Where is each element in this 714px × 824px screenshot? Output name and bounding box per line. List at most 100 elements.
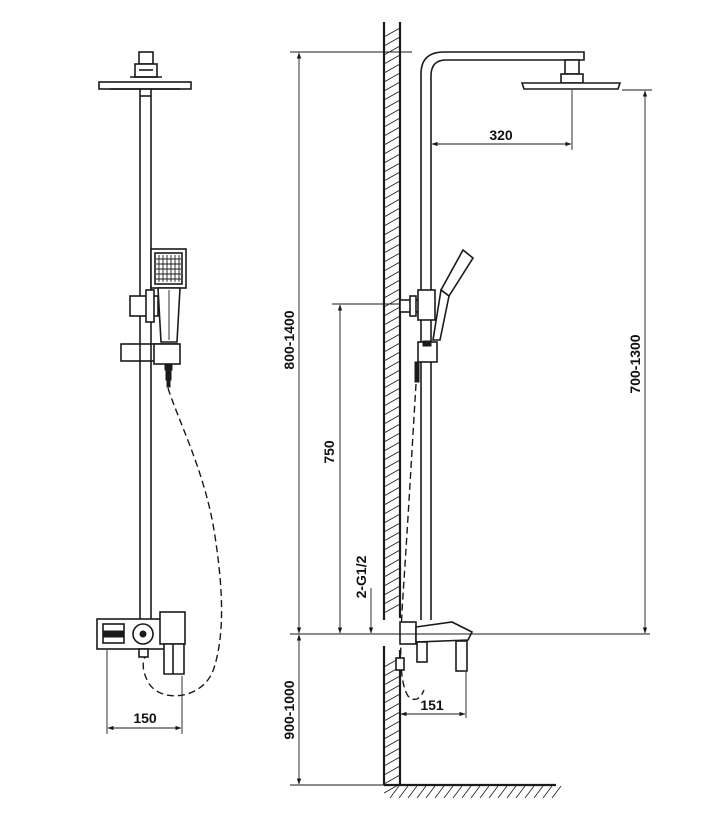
floor-hatch-line: [515, 785, 526, 799]
wall-hatch-line: [383, 387, 401, 398]
wall-hatch-line: [383, 126, 401, 137]
wall-hatch-line: [383, 234, 401, 245]
wall-hatch-line: [383, 162, 401, 173]
floor-hatch-line: [551, 785, 562, 799]
wall-hatch-line: [383, 288, 401, 299]
front-slide-holder: [120, 343, 181, 388]
wall-hatch-line: [383, 36, 401, 47]
front-shower-hose: [142, 387, 223, 697]
wall-hatch-line: [383, 405, 401, 416]
floor-hatch-line: [461, 785, 472, 799]
wall-hatch-line: [383, 351, 401, 362]
wall-hatch-line: [383, 99, 401, 110]
dim-total-height-range: 800-1400: [281, 310, 297, 369]
wall-hatch-line: [383, 369, 401, 380]
mixer-projection-dimension: 151: [400, 672, 467, 718]
wall-hatch-line: [383, 738, 401, 749]
wall-hatch-line: [383, 27, 401, 38]
dim-inlet-thread: 2-G1/2: [353, 555, 369, 598]
wall-hatch-line: [383, 513, 401, 524]
dim-mixer-height-range: 900-1000: [281, 680, 297, 739]
dim-mixer-projection: 151: [420, 697, 444, 713]
wall-hatch-line: [383, 45, 401, 56]
wall-hatch-line: [383, 540, 401, 551]
wall-hatch-line: [383, 117, 401, 128]
side-thermostatic-mixer: [395, 621, 474, 672]
wall-hatch-line: [383, 522, 401, 533]
wall-hatch-line: [383, 81, 401, 92]
wall-hatch-line: [383, 180, 401, 191]
wall-hatch-line: [383, 423, 401, 434]
side-slide-holder: [417, 340, 438, 363]
side-riser-and-arm: [420, 51, 622, 620]
floor-hatching: [389, 785, 562, 799]
wall-hatch-line: [383, 711, 401, 722]
wall-hatch-line: [383, 765, 401, 776]
floor-hatch-line: [542, 785, 553, 799]
front-rain-shower-head: [98, 51, 192, 90]
wall-hatch-line: [383, 360, 401, 371]
wall-hatch-line: [383, 324, 401, 335]
wall-hatch-line: [383, 72, 401, 83]
body-width-dimension: 150: [106, 650, 183, 734]
total-height-dimension: 800-1400: [281, 52, 302, 634]
floor-hatch-line: [479, 785, 490, 799]
wall-hatch-line: [383, 720, 401, 731]
wall-hatch-line: [383, 576, 401, 587]
wall-hatch-line: [383, 531, 401, 542]
floor-hatch-line: [452, 785, 463, 799]
wall-hatch-line: [383, 189, 401, 200]
wall-hatch-line: [383, 144, 401, 155]
dim-head-offset: 320: [489, 127, 513, 143]
inlet-thread-callout: 2-G1/2: [353, 555, 374, 634]
wall-hatch-line: [383, 585, 401, 596]
wall-hatch-line: [383, 279, 401, 290]
wall-hatch-line: [383, 702, 401, 713]
wall-hatch-line: [383, 216, 401, 227]
wall-hatch-line: [383, 603, 401, 614]
wall-hatch-line: [383, 153, 401, 164]
wall-hatch-line: [383, 675, 401, 686]
wall-hatch-line: [383, 432, 401, 443]
floor-hatch-line: [398, 785, 409, 799]
mixer-height-dimension: 900-1000: [281, 634, 302, 785]
floor-hatch-line: [425, 785, 436, 799]
front-thermostatic-mixer: [96, 611, 186, 675]
dim-outlet-spacing: 750: [321, 440, 337, 464]
wall-hatch-line: [383, 747, 401, 758]
dim-body-width: 150: [133, 710, 157, 726]
wall-hatch-line: [383, 63, 401, 74]
side-shower-hose: [400, 361, 425, 701]
wall-hatch-line: [383, 225, 401, 236]
wall-hatch-line: [383, 135, 401, 146]
front-view: 150: [96, 51, 223, 734]
wall-hatch-line: [383, 729, 401, 740]
wall-hatch-line: [383, 450, 401, 461]
wall-hatch-line: [383, 486, 401, 497]
wall-hatch-line: [383, 693, 401, 704]
front-wall-bracket: [129, 289, 159, 323]
wall-hatch-line: [383, 297, 401, 308]
floor-hatch-line: [443, 785, 454, 799]
wall-hatch-line: [383, 504, 401, 515]
wall-hatching: [383, 27, 401, 794]
floor-hatch-line: [524, 785, 535, 799]
wall-hatch-line: [383, 594, 401, 605]
wall-hatch-line: [383, 378, 401, 389]
wall-hatch-line: [383, 342, 401, 353]
wall-hatch-line: [383, 414, 401, 425]
floor-hatch-line: [533, 785, 544, 799]
wall-hatch-line: [383, 756, 401, 767]
wall-hatch-line: [383, 207, 401, 218]
wall-hatch-line: [383, 684, 401, 695]
wall-hatch-line: [383, 558, 401, 569]
floor-hatch-line: [488, 785, 499, 799]
wall-hatch-line: [383, 441, 401, 452]
floor-hatch-line: [389, 785, 400, 799]
wall-hatch-line: [383, 459, 401, 470]
wall-hatch-line: [383, 270, 401, 281]
floor-hatch-line: [416, 785, 427, 799]
wall-hatch-line: [383, 333, 401, 344]
wall-hatch-line: [383, 171, 401, 182]
